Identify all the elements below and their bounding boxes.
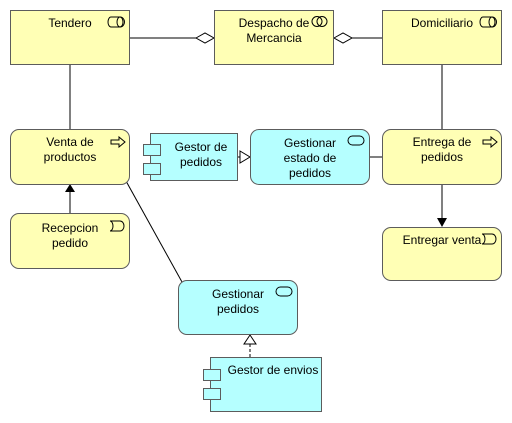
gestor-pedidos-label: Gestor de pedidos	[174, 140, 228, 169]
connector-venta-gestionar-pedidos	[125, 180, 183, 283]
gestionar-pedidos-label: Gestionar pedidos	[211, 287, 265, 316]
gestionar-pedidos-service[interactable]: Gestionar pedidos	[178, 280, 298, 335]
event-icon	[109, 220, 125, 232]
gestionar-estado-label: Gestionar estado de pedidos	[283, 136, 337, 180]
aggregation-diamond	[194, 32, 216, 44]
aggregation-diamond	[332, 32, 354, 44]
role-icon	[479, 16, 497, 28]
event-icon	[481, 233, 497, 245]
role-icon	[107, 16, 125, 28]
recepcion-label: Recepcion pedido	[41, 221, 99, 250]
gestor-pedidos-component[interactable]: Gestor de pedidos	[150, 133, 238, 181]
process-arrow-icon	[482, 136, 498, 148]
recepcion-event[interactable]: Recepcion pedido	[10, 213, 130, 269]
realization-arrow	[239, 150, 251, 164]
entregar-venta-event[interactable]: Entregar venta	[382, 227, 502, 281]
domiciliario-role[interactable]: Domiciliario	[382, 10, 502, 65]
entregar-venta-label: Entregar venta	[402, 233, 482, 247]
collaboration-icon	[311, 16, 328, 27]
service-icon	[347, 135, 365, 146]
component-icon	[203, 369, 221, 381]
gestor-envios-label: Gestor de envios	[227, 363, 319, 377]
component-icon	[203, 388, 221, 400]
realization-arrow	[243, 334, 257, 345]
despacho-label: Despacho de Mercancia	[238, 16, 310, 45]
service-icon	[275, 286, 293, 297]
arrow-head	[65, 184, 75, 192]
gestionar-estado-service[interactable]: Gestionar estado de pedidos	[250, 129, 370, 185]
venta-label: Venta de productos	[43, 135, 97, 164]
entrega-process[interactable]: Entrega de pedidos	[382, 129, 502, 185]
arrow-head	[437, 218, 447, 227]
process-arrow-icon	[110, 136, 126, 148]
venta-process[interactable]: Venta de productos	[10, 129, 130, 185]
tendero-label: Tendero	[48, 16, 92, 30]
despacho-collaboration[interactable]: Despacho de Mercancia	[214, 10, 334, 65]
component-icon	[143, 144, 161, 156]
entrega-label: Entrega de pedidos	[412, 135, 472, 164]
component-icon	[143, 163, 161, 175]
domiciliario-label: Domiciliario	[410, 16, 473, 30]
gestor-envios-component[interactable]: Gestor de envios	[210, 357, 322, 412]
tendero-role[interactable]: Tendero	[10, 10, 130, 65]
